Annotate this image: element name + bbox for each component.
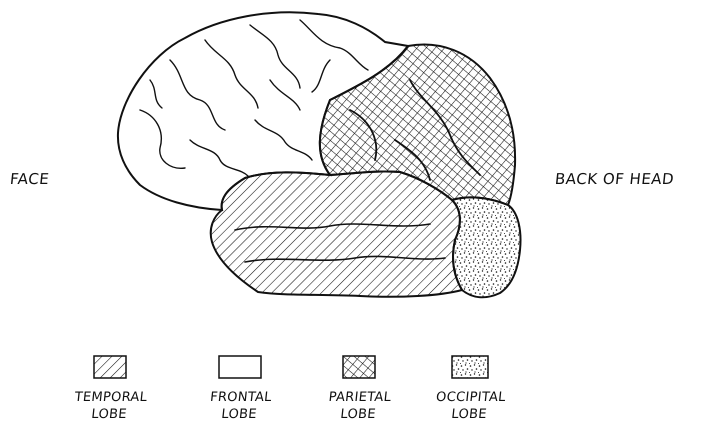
legend-label: PARIETAL LOBE bbox=[302, 389, 416, 423]
cross-hatch-swatch-icon bbox=[342, 355, 376, 379]
legend-label: FRONTAL LOBE bbox=[183, 389, 297, 423]
legend-item-parietal: PARIETAL LOBE bbox=[304, 355, 414, 423]
legend-label: OCCIPITAL LOBE bbox=[413, 389, 527, 423]
legend-item-occipital: OCCIPITAL LOBE bbox=[415, 355, 525, 423]
legend-item-temporal: TEMPORAL LOBE bbox=[55, 355, 165, 423]
legend-item-frontal: FRONTAL LOBE bbox=[185, 355, 295, 423]
occipital-lobe-region bbox=[452, 198, 521, 298]
stipple-swatch-icon bbox=[451, 355, 489, 379]
blank-swatch-icon bbox=[218, 355, 262, 379]
diagonal-hatch-swatch-icon bbox=[93, 355, 127, 379]
back-label: BACK OF HEAD bbox=[554, 170, 675, 188]
front-label: FACE bbox=[9, 170, 50, 188]
temporal-lobe-region bbox=[211, 171, 462, 296]
legend-label: TEMPORAL LOBE bbox=[53, 389, 167, 423]
